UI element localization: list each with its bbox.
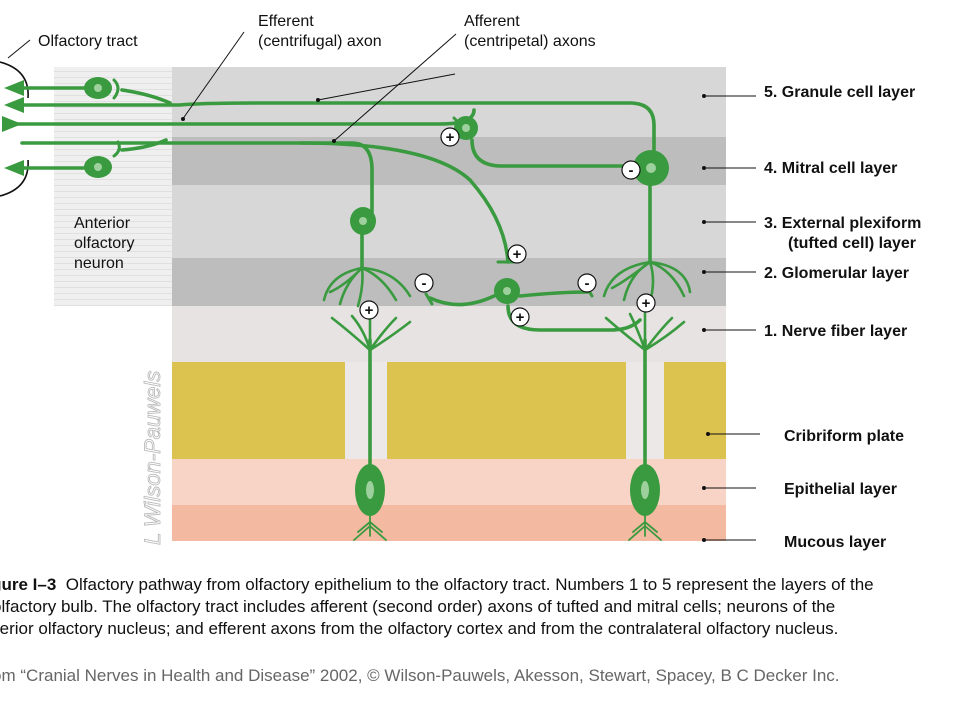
svg-text:+: +	[516, 309, 525, 326]
svg-text:-: -	[629, 162, 634, 179]
tract-bracket	[0, 61, 29, 197]
layer-5-label: 5. Granule cell layer	[764, 84, 915, 101]
caption-line-1: Olfactory pathway from olfactory epithel…	[65, 575, 874, 594]
minus-sign-glomerulus-left: -	[414, 273, 434, 293]
anterior-neuron-label-line3: neuron	[74, 255, 124, 272]
layer-2-label: 2. Glomerular layer	[764, 265, 909, 282]
layer-3-label-line1: 3. External plexiform	[764, 215, 921, 232]
minus-sign-mitral: -	[621, 160, 641, 180]
svg-text:-: -	[422, 275, 427, 292]
svg-text:+: +	[365, 302, 374, 319]
cilia	[353, 515, 662, 541]
cribriform-plate-left	[172, 362, 345, 459]
svg-text:+: +	[446, 129, 455, 146]
leader-lines	[7, 31, 760, 541]
efferent-label-line1: Efferent	[258, 13, 314, 30]
layer-4-label: 4. Mitral cell layer	[764, 160, 897, 177]
synapse-signs: + - + - - + + +	[359, 127, 656, 327]
layer-1-label: 1. Nerve fiber layer	[764, 323, 907, 340]
cribriform-plate-mid	[387, 362, 626, 459]
external-plexiform-band	[172, 185, 726, 258]
svg-text:+: +	[642, 295, 651, 312]
svg-text:-: -	[585, 275, 590, 292]
anterior-neuron-label-line1: Anterior	[74, 215, 131, 232]
olfactory-pathway-diagram: + - + - - + + +	[0, 13, 921, 551]
arrowheads	[2, 80, 24, 176]
leader-dots	[181, 94, 710, 542]
anterior-neuron-label-line2: olfactory	[74, 235, 134, 252]
cribriform-label: Cribriform plate	[784, 428, 904, 445]
glomerulus-right	[602, 260, 692, 352]
plus-sign-right-glomerulus: +	[636, 293, 656, 313]
caption-line-3: anterior olfactory nucleus; and efferent…	[0, 619, 839, 638]
plus-sign-granule: +	[440, 127, 460, 147]
neurons	[84, 77, 669, 516]
mucous-label: Mucous layer	[784, 534, 886, 551]
afferent-label-line2: (centripetal) axons	[464, 33, 596, 50]
figure-label: Figure I–3	[0, 575, 57, 594]
source-credit: From “Cranial Nerves in Health and Disea…	[0, 666, 840, 685]
epithelial-label: Epithelial layer	[784, 481, 897, 498]
efferent-label-line2: (centrifugal) axon	[258, 33, 382, 50]
plus-sign-periglomerular: +	[510, 307, 530, 327]
olfactory-tract-label: Olfactory tract	[38, 33, 138, 50]
plus-sign-left-glomerulus: +	[359, 300, 379, 320]
anterior-olfactory-panel	[54, 67, 172, 306]
caption-line-2: olfactory bulb. The olfactory tract incl…	[0, 597, 836, 616]
afferent-label-line1: Afferent	[464, 13, 520, 30]
layer-3-label-line2: (tufted cell) layer	[788, 235, 916, 252]
artist-signature: L Wilson-Pauwels	[140, 371, 165, 545]
glomerulus-left	[322, 266, 412, 352]
nerve-fiber-band	[172, 306, 726, 362]
cribriform-plate-right	[664, 362, 726, 459]
minus-sign-glomerulus-right: -	[577, 273, 597, 293]
svg-text:+: +	[513, 246, 522, 263]
plus-sign-branch: +	[507, 244, 527, 264]
